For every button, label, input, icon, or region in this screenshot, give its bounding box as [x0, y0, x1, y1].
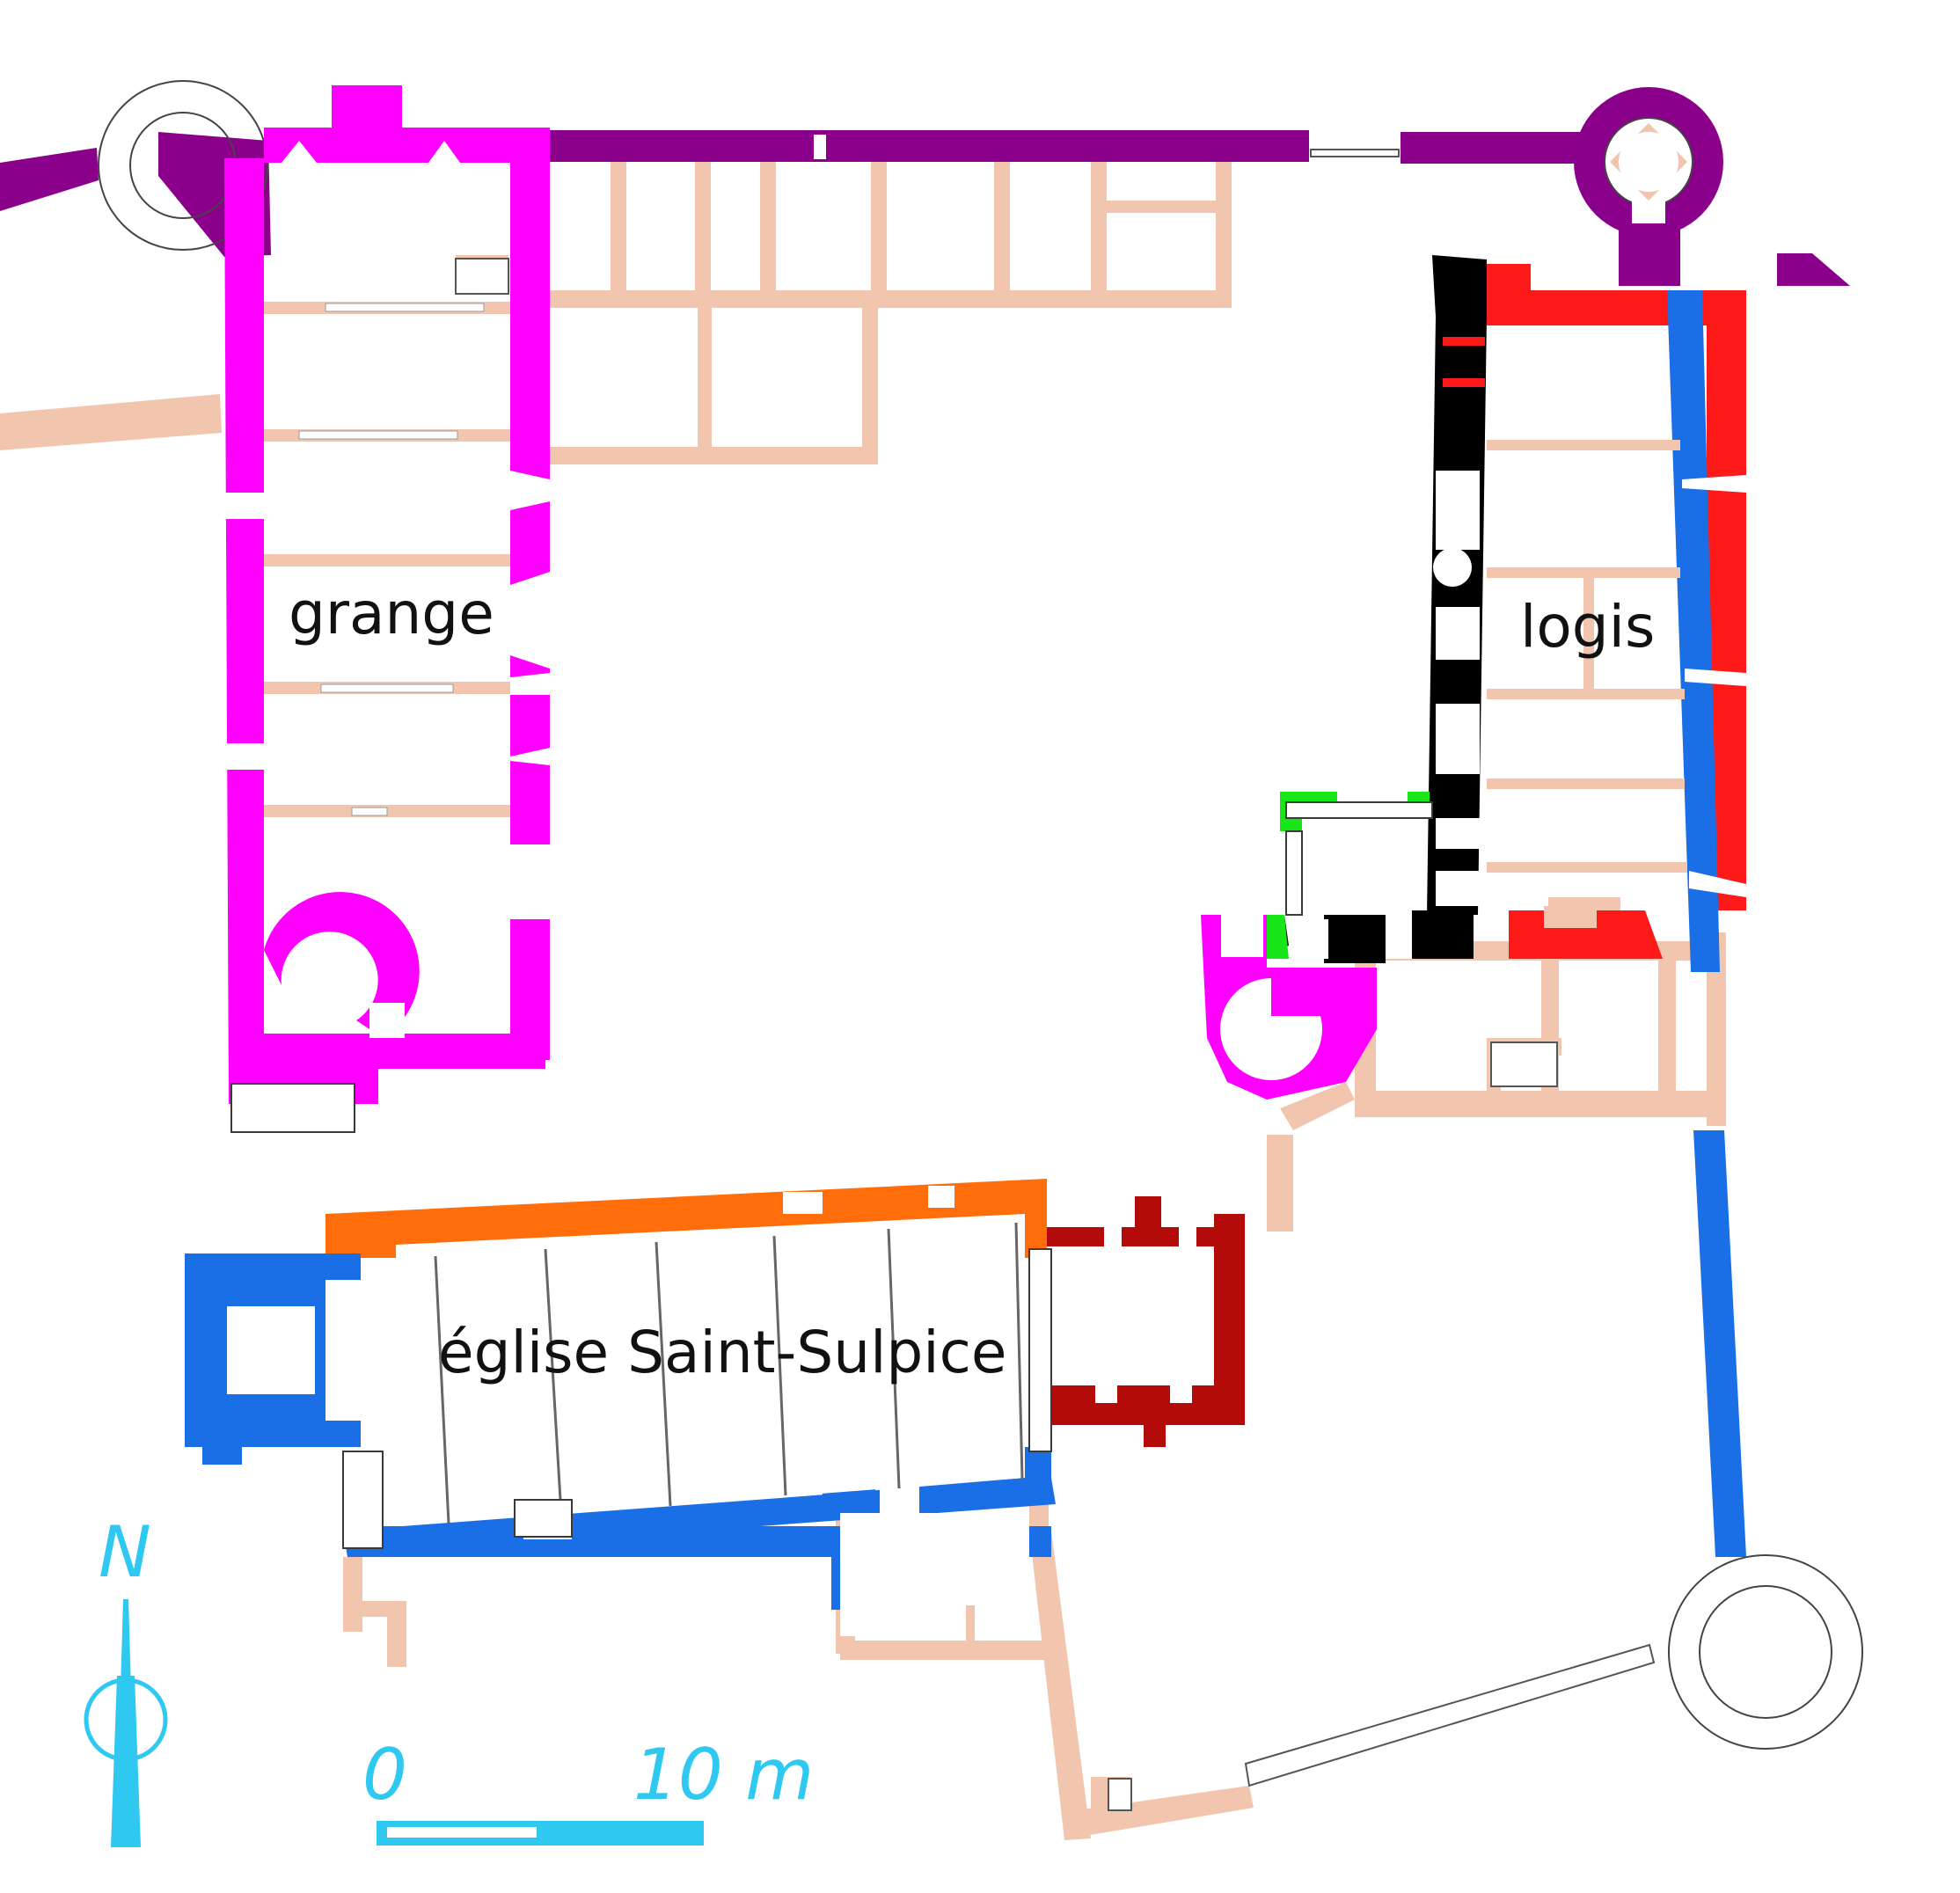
church-choir	[1069, 1249, 1214, 1385]
logis-wall-openings	[1682, 475, 1746, 897]
logis-blue-walls	[1667, 290, 1746, 1557]
north-arrow: N	[84, 1511, 168, 1847]
thin-walls	[455, 149, 1656, 1811]
scale-end-label: 10 m	[633, 1734, 814, 1816]
sacristy-door	[966, 1605, 975, 1645]
grange-partition-gaps	[298, 303, 485, 816]
church-orange-openings	[783, 1186, 954, 1214]
logis-partitions	[1487, 440, 1687, 873]
church-west-frame	[342, 1451, 573, 1549]
red-wall-niche	[1544, 906, 1597, 928]
church-darkred-openings	[1095, 1227, 1196, 1403]
logis-stair	[1433, 548, 1472, 587]
grange-openings	[225, 141, 550, 1038]
purple-curtain-wall	[0, 87, 1850, 286]
church-orange-wall	[325, 1179, 1047, 1258]
logis-turret	[1201, 915, 1412, 1100]
label-eglise: église Saint-Sulpice	[438, 1319, 1007, 1386]
label-logis: logis	[1520, 593, 1655, 661]
ne-tower	[1604, 117, 1693, 223]
church-bays	[434, 1222, 1024, 1524]
green-annex-frame	[1285, 801, 1433, 916]
scale-bar: 0 10 m	[362, 1734, 814, 1845]
grange-partitions	[264, 302, 510, 817]
purple-gap	[814, 135, 826, 159]
scale-start-label: 0	[362, 1734, 407, 1816]
grange-annex	[230, 1083, 355, 1133]
north-letter: N	[99, 1511, 151, 1593]
church-sacristy	[840, 1513, 1029, 1636]
se-tower	[1668, 1554, 1863, 1750]
choir-arch	[1028, 1248, 1052, 1452]
logis-black-openings	[1436, 471, 1480, 906]
label-grange: grange	[289, 580, 494, 647]
